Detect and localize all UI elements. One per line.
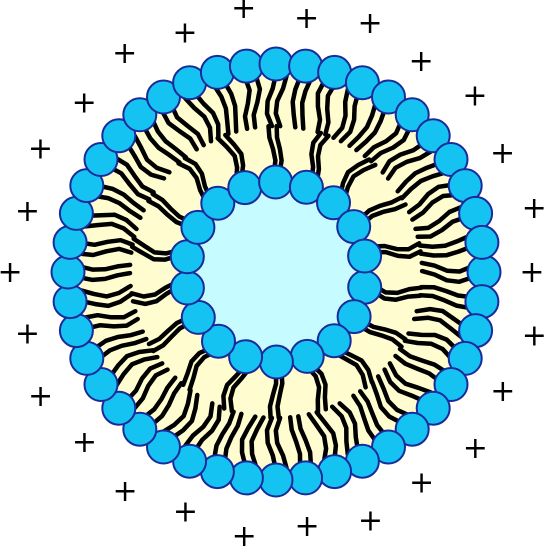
lipid-head bbox=[260, 346, 293, 379]
lipid-head bbox=[348, 240, 381, 273]
positive-charge: + bbox=[295, 509, 320, 544]
lipid-head bbox=[260, 48, 293, 81]
lipid-head bbox=[171, 240, 204, 273]
positive-charge: + bbox=[28, 379, 53, 414]
lipid-head bbox=[52, 256, 85, 289]
lipid-head bbox=[459, 197, 492, 230]
lipid-head bbox=[171, 272, 204, 305]
lipid-head bbox=[291, 340, 324, 373]
lipid-head bbox=[348, 271, 381, 304]
lipid-head bbox=[468, 256, 501, 289]
lipid-head bbox=[465, 285, 498, 318]
lipid-head bbox=[60, 314, 93, 347]
lipid-head bbox=[259, 166, 292, 199]
lipid-head bbox=[318, 455, 351, 488]
positive-charge: + bbox=[0, 255, 23, 290]
positive-charge: + bbox=[15, 317, 40, 352]
positive-charge: + bbox=[294, 1, 319, 36]
lipid-head bbox=[182, 301, 215, 334]
positive-charge: + bbox=[173, 494, 198, 529]
positive-charge: + bbox=[522, 318, 547, 353]
lipid-head bbox=[289, 461, 322, 494]
positive-charge: + bbox=[490, 136, 515, 171]
positive-charge: + bbox=[358, 504, 383, 539]
lipid-head bbox=[54, 285, 87, 318]
positive-charge: + bbox=[409, 44, 434, 79]
positive-charge: + bbox=[112, 36, 137, 71]
lipid-head bbox=[337, 210, 370, 243]
positive-charge: + bbox=[232, 519, 257, 553]
positive-charge: + bbox=[519, 255, 544, 290]
lipid-head bbox=[465, 226, 498, 259]
positive-charge: + bbox=[463, 431, 488, 466]
lipid-head bbox=[260, 464, 293, 497]
positive-charge: + bbox=[113, 474, 138, 509]
positive-charge: + bbox=[72, 85, 97, 120]
positive-charge: + bbox=[409, 466, 434, 501]
lipid-head bbox=[54, 226, 87, 259]
positive-charge: + bbox=[15, 194, 40, 229]
positive-charge: + bbox=[231, 0, 256, 26]
lipid-head bbox=[289, 50, 322, 83]
positive-charge: + bbox=[462, 78, 487, 113]
positive-charge: + bbox=[490, 374, 515, 409]
lipid-head bbox=[230, 50, 263, 83]
positive-charge: + bbox=[522, 191, 547, 226]
lipid-head bbox=[230, 461, 263, 494]
positive-charge: + bbox=[172, 16, 197, 51]
positive-charge: + bbox=[72, 425, 97, 460]
lipid-head bbox=[228, 171, 261, 204]
positive-charge: + bbox=[28, 132, 53, 167]
positive-charge: + bbox=[358, 6, 383, 41]
lipid-head bbox=[201, 56, 234, 89]
